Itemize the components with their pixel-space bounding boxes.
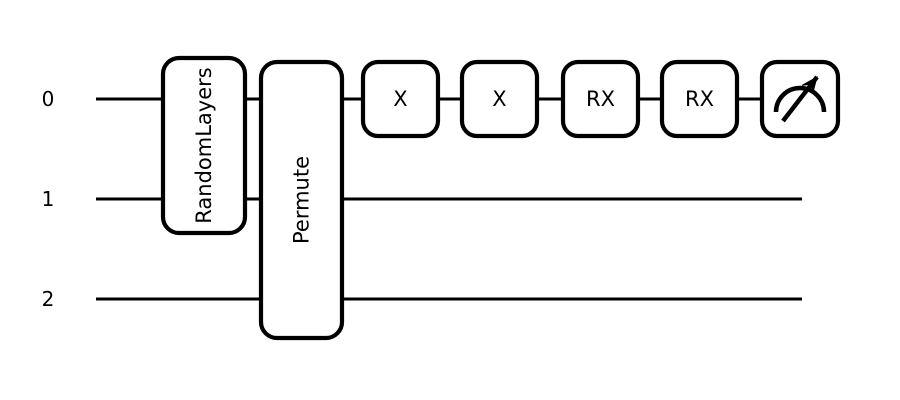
wire-label-1: 1 [42, 187, 55, 211]
wire-label-2: 2 [42, 287, 55, 311]
meter-dial-arc [773, 85, 827, 113]
gate-randomlayers[interactable]: RandomLayers [160, 55, 248, 236]
gate-x[interactable]: X [459, 59, 540, 139]
gate-box [459, 59, 540, 139]
gate-rx[interactable]: RX [560, 59, 641, 139]
gate-rx[interactable]: RX [659, 59, 740, 139]
gate-box [258, 59, 345, 341]
gate-permute[interactable]: Permute [258, 59, 345, 341]
gate-label: RX [685, 87, 714, 111]
gate-box [560, 59, 641, 139]
gate-x[interactable]: X [360, 59, 441, 139]
gate-label: X [393, 87, 407, 111]
gate-box [659, 59, 740, 139]
measurement-gate-group [759, 59, 841, 139]
gate-label: X [492, 87, 506, 111]
gate-box [360, 59, 441, 139]
wire-segments-group [96, 97, 802, 301]
gate-label: RandomLayers [192, 67, 216, 223]
meter-icon [773, 75, 827, 123]
gate-label: Permute [290, 156, 314, 244]
gate-measure[interactable] [759, 59, 841, 139]
gate-box [160, 55, 248, 236]
single-qubit-gates-group: X X RX RX [360, 59, 740, 139]
gate-label: RX [586, 87, 615, 111]
wire-label-0: 0 [42, 87, 55, 111]
wire-labels-group: 0 1 2 [42, 87, 55, 311]
meter-arrowhead [801, 75, 818, 94]
